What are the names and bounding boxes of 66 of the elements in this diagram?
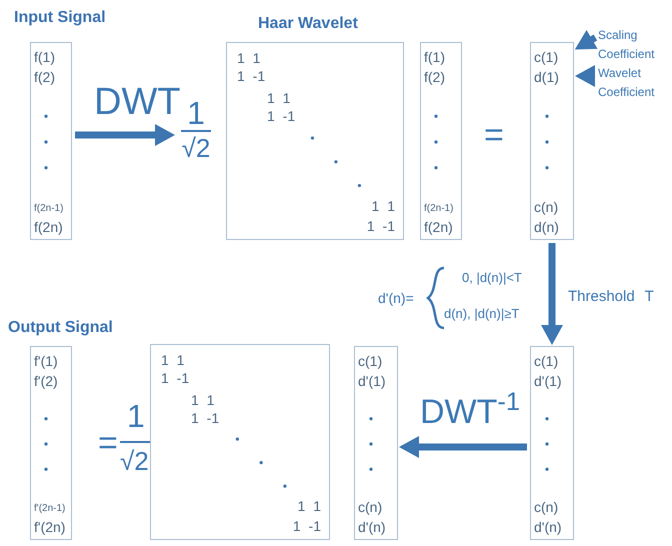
formula-case: 0, |d(n)|<T xyxy=(462,269,522,287)
vector-box xyxy=(420,42,462,240)
edge-label: DWT$^{-1}$ xyxy=(420,394,520,430)
arrow xyxy=(574,30,598,50)
vector-entry: d'(n) xyxy=(358,518,386,537)
matrix-entry: 1 -1 xyxy=(161,369,190,387)
vector-box xyxy=(354,346,398,540)
formula-case: d(n), |d(n)|≥T xyxy=(444,305,520,323)
vector-entry: c(n) xyxy=(534,498,560,517)
equals-sign: = xyxy=(98,426,118,460)
matrix-entry: 1 1 xyxy=(161,351,184,369)
vector-entry: f(2) xyxy=(424,68,445,87)
edge-label: Threshold T xyxy=(568,288,654,306)
vector-entry: f'(1) xyxy=(34,352,58,371)
fraction-denominator: √2 xyxy=(182,132,210,164)
arrow xyxy=(75,124,175,146)
vector-box xyxy=(30,42,72,240)
vector-entry: f(2n-1) xyxy=(424,202,454,216)
vector-entry: f(1) xyxy=(424,48,445,67)
vector-entry: c(n) xyxy=(358,498,384,517)
matrix-entry: 1 -1 xyxy=(366,217,395,235)
vector-entry: c(1) xyxy=(534,48,559,67)
section-title: Haar Wavelet xyxy=(258,14,358,34)
vector-entry: f(2n) xyxy=(424,218,454,237)
matrix-entry: 1 -1 xyxy=(292,517,321,535)
matrix-entry: 1 -1 xyxy=(267,107,296,125)
vector-entry: f'(2n) xyxy=(34,518,66,537)
vector-entry: d'(n) xyxy=(534,518,562,537)
matrix-box xyxy=(150,344,330,540)
equals-sign: = xyxy=(484,118,504,152)
vector-entry: f(2n) xyxy=(34,218,64,237)
section-title: Input Signal xyxy=(14,8,106,28)
vector-entry: d'(1) xyxy=(358,372,386,391)
vector-entry: c(n) xyxy=(534,198,559,217)
matrix-entry: 1 1 xyxy=(267,89,290,107)
matrix-entry: 1 -1 xyxy=(237,67,266,85)
edge-label: DWT xyxy=(94,82,181,122)
section-title: Output Signal xyxy=(8,318,113,338)
fraction-numerator: 1 xyxy=(187,96,205,130)
vector-entry: d(1) xyxy=(534,68,559,87)
arrow xyxy=(399,436,527,458)
vector-entry: c(1) xyxy=(534,352,560,371)
fraction-denominator: √2 xyxy=(120,446,149,476)
annotation-text: Wavelet Coefficient xyxy=(598,64,670,102)
vector-entry: f'(2n-1) xyxy=(34,502,66,516)
matrix-entry: 1 1 xyxy=(372,197,395,215)
arrow xyxy=(575,65,595,87)
vector-box xyxy=(530,346,574,540)
arrow xyxy=(541,243,563,345)
matrix-entry: 1 -1 xyxy=(191,409,220,427)
vector-entry: d'(1) xyxy=(534,372,562,391)
matrix-box xyxy=(226,42,404,240)
vector-entry: f(2) xyxy=(34,68,55,87)
vector-entry: c(1) xyxy=(358,352,384,371)
vector-entry: f(2n-1) xyxy=(34,202,64,216)
vector-entry: f'(2) xyxy=(34,372,58,391)
vector-entry: d(n) xyxy=(534,218,559,237)
matrix-entry: 1 1 xyxy=(191,391,214,409)
vector-box xyxy=(530,42,574,240)
vector-entry: f(1) xyxy=(34,48,55,67)
formula-text: d'(n)= xyxy=(378,289,414,308)
matrix-entry: 1 1 xyxy=(237,49,260,67)
vector-box xyxy=(30,346,72,540)
fraction-numerator: 1 xyxy=(127,398,145,434)
matrix-entry: 1 1 xyxy=(298,497,321,515)
annotation-text: Scaling Coefficient xyxy=(598,26,670,64)
